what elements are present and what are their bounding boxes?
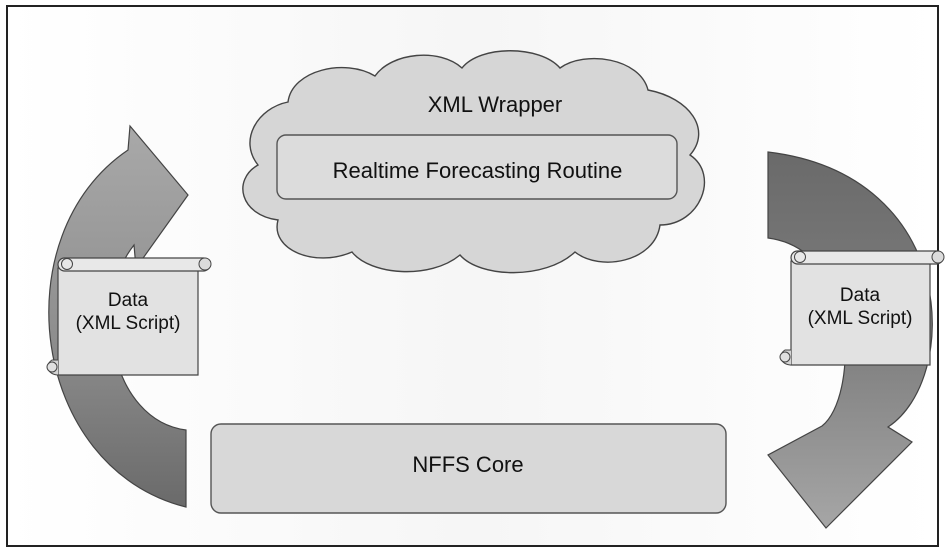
nffs-core-label: NFFS Core: [412, 452, 524, 477]
realtime-forecasting-routine-label: Realtime Forecasting Routine: [332, 158, 623, 183]
left-data-line2: (XML Script): [75, 313, 181, 334]
left-data-script-label: Data (XML Script): [58, 289, 198, 335]
right-data-line1: Data: [839, 285, 881, 306]
left-cycle-arrow: [48, 124, 189, 508]
left-scroll-icon: [46, 257, 212, 376]
right-data-script-label: Data (XML Script): [790, 284, 930, 330]
realtime-forecasting-routine-box: [276, 134, 678, 200]
right-data-line2: (XML Script): [807, 308, 913, 329]
right-scroll-icon: [779, 250, 945, 366]
left-data-line1: Data: [107, 290, 149, 311]
nffs-core-box: [210, 423, 727, 514]
xml-wrapper-title: XML Wrapper: [427, 92, 563, 117]
